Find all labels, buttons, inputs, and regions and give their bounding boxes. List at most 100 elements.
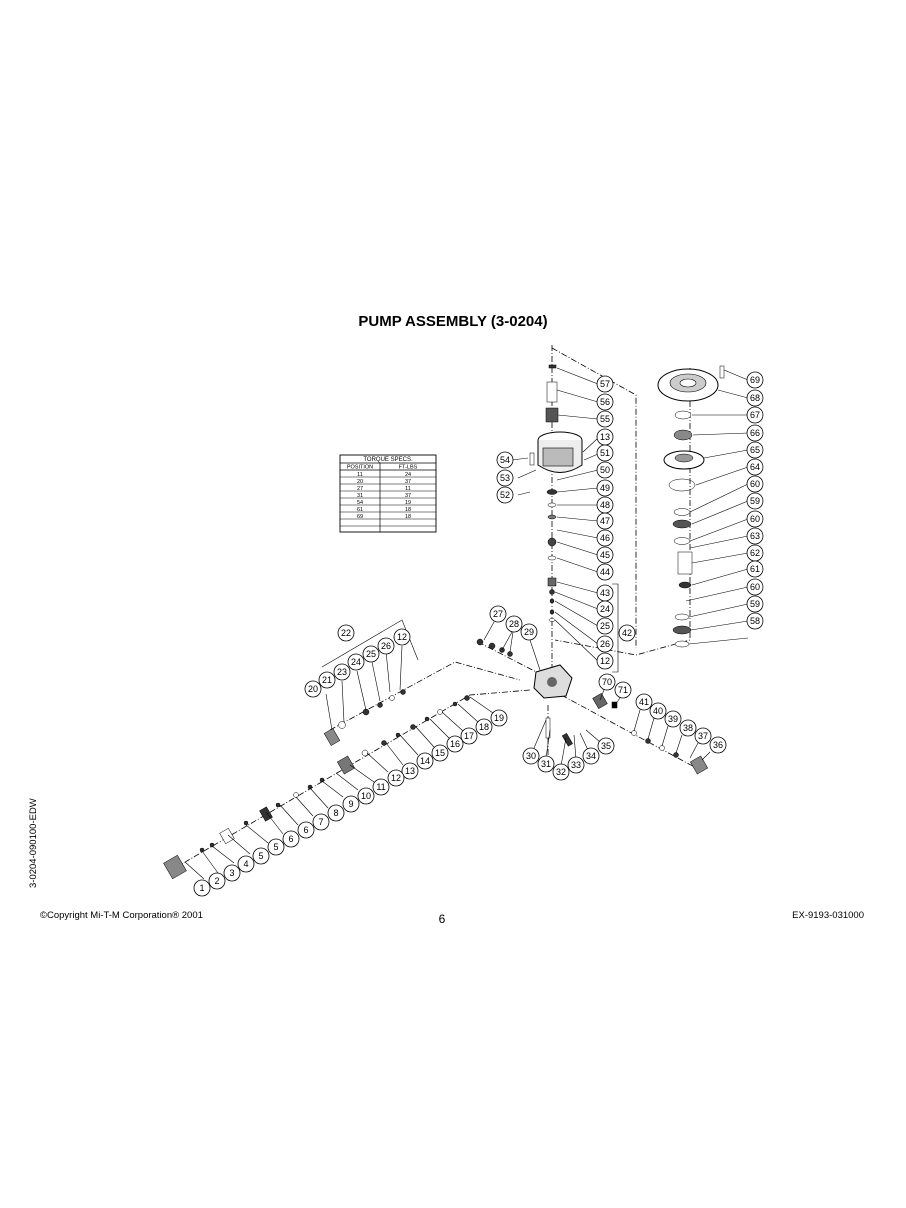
callout-54: 54 (496, 451, 514, 469)
callout-30: 30 (522, 747, 540, 765)
svg-text:31: 31 (541, 759, 551, 769)
callout-20: 20 (304, 680, 322, 698)
torque-cell: 37 (405, 479, 411, 485)
callout-7: 7 (312, 813, 330, 831)
svg-text:25: 25 (600, 621, 610, 631)
svg-text:42: 42 (622, 628, 632, 638)
callout-8: 8 (327, 804, 345, 822)
callout-47: 47 (596, 512, 614, 530)
callout-12: 12 (393, 628, 411, 646)
callout-59: 59 (746, 595, 764, 613)
svg-text:67: 67 (750, 410, 760, 420)
callout-56: 56 (596, 393, 614, 411)
callout-63: 63 (746, 527, 764, 545)
callout-35: 35 (597, 737, 615, 755)
svg-text:12: 12 (391, 773, 401, 783)
callout-12: 12 (387, 769, 405, 787)
svg-text:36: 36 (713, 740, 723, 750)
callout-24: 24 (347, 653, 365, 671)
callout-44: 44 (596, 563, 614, 581)
callout-57: 57 (596, 375, 614, 393)
torque-cell: 31 (357, 493, 363, 499)
svg-text:17: 17 (464, 731, 474, 741)
callout-6: 6 (282, 830, 300, 848)
callout-66: 66 (746, 424, 764, 442)
footer-page-number: 6 (438, 912, 446, 926)
assembly-lines (174, 345, 701, 869)
torque-cell: 20 (357, 479, 363, 485)
svg-text:12: 12 (600, 656, 610, 666)
svg-text:64: 64 (750, 462, 760, 472)
callout-16: 16 (446, 735, 464, 753)
svg-text:20: 20 (308, 684, 318, 694)
callout-6: 6 (297, 821, 315, 839)
svg-text:6: 6 (288, 834, 293, 844)
callout-45: 45 (596, 546, 614, 564)
callout-32: 32 (552, 763, 570, 781)
svg-text:5: 5 (258, 851, 263, 861)
callout-52: 52 (496, 486, 514, 504)
svg-text:48: 48 (600, 500, 610, 510)
svg-text:1: 1 (199, 883, 204, 893)
callout-59: 59 (746, 492, 764, 510)
callout-23: 23 (333, 663, 351, 681)
callout-70: 70 (598, 673, 616, 691)
svg-text:66: 66 (750, 428, 760, 438)
svg-text:60: 60 (750, 582, 760, 592)
svg-text:11: 11 (376, 782, 385, 792)
callout-50: 50 (596, 461, 614, 479)
svg-text:50: 50 (600, 465, 610, 475)
svg-text:60: 60 (750, 479, 760, 489)
callout-26: 26 (596, 635, 614, 653)
callout-48: 48 (596, 496, 614, 514)
callout-15: 15 (431, 744, 449, 762)
callout-1: 1 (193, 879, 211, 897)
svg-text:29: 29 (524, 627, 534, 637)
callout-53: 53 (496, 469, 514, 487)
callout-5: 5 (267, 838, 285, 856)
callout-65: 65 (746, 441, 764, 459)
callout-17: 17 (460, 727, 478, 745)
torque-cell: 27 (357, 486, 363, 492)
svg-text:53: 53 (500, 473, 510, 483)
callout-9: 9 (342, 795, 360, 813)
callout-14: 14 (416, 752, 434, 770)
callout-41: 41 (635, 693, 653, 711)
svg-text:70: 70 (602, 677, 612, 687)
svg-text:69: 69 (750, 375, 760, 385)
svg-text:71: 71 (618, 685, 628, 695)
callout-28: 28 (505, 615, 523, 633)
callout-58: 58 (746, 612, 764, 630)
svg-text:43: 43 (600, 588, 610, 598)
svg-text:12: 12 (397, 632, 407, 642)
callout-26: 26 (377, 637, 395, 655)
callout-19: 19 (490, 709, 508, 727)
callout-43: 43 (596, 584, 614, 602)
svg-text:13: 13 (600, 432, 610, 442)
document-code-vertical: 3-0204-090100-EDW (28, 798, 39, 888)
callout-13: 13 (596, 428, 614, 446)
svg-text:4: 4 (243, 859, 248, 869)
svg-text:2: 2 (214, 876, 219, 886)
torque-cell: 19 (405, 500, 411, 506)
svg-text:45: 45 (600, 550, 610, 560)
svg-text:8: 8 (333, 808, 338, 818)
torque-header-position: POSITION (347, 465, 373, 471)
part-bearing-flange (663, 450, 705, 470)
footer-copyright: ©Copyright Mi-T-M Corporation® 2001 (40, 910, 203, 921)
svg-text:47: 47 (600, 516, 610, 526)
svg-text:59: 59 (750, 496, 760, 506)
torque-cell: 18 (405, 507, 411, 513)
svg-text:65: 65 (750, 445, 760, 455)
callout-4: 4 (237, 855, 255, 873)
svg-text:52: 52 (500, 490, 510, 500)
callout-11: 11 (372, 778, 390, 796)
callout-12: 12 (596, 652, 614, 670)
callout-2: 2 (208, 872, 226, 890)
svg-text:18: 18 (479, 722, 489, 732)
torque-cell: 11 (405, 486, 411, 492)
callout-22: 22 (337, 624, 355, 642)
svg-text:9: 9 (348, 799, 353, 809)
svg-text:5: 5 (273, 842, 278, 852)
callout-68: 68 (746, 389, 764, 407)
